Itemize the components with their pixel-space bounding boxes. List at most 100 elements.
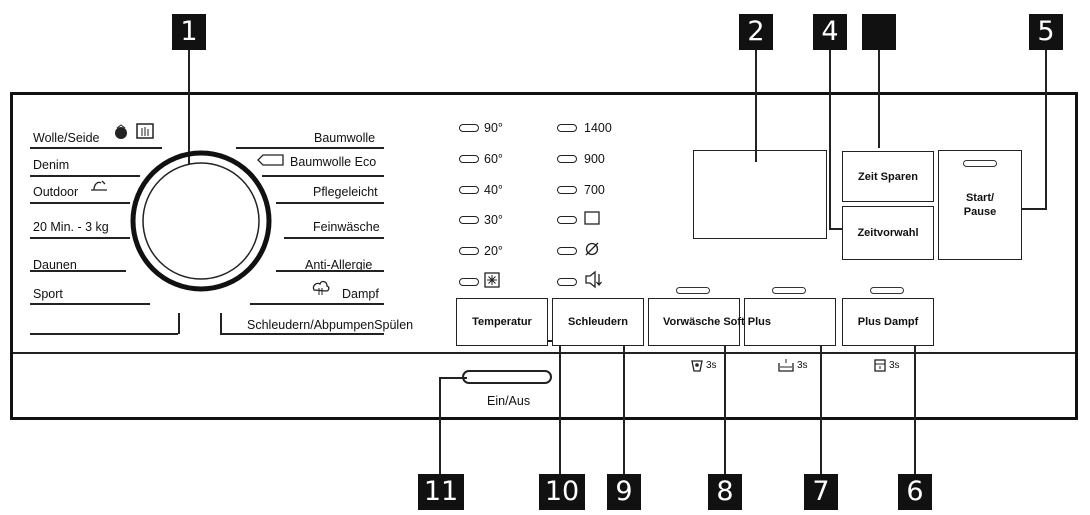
program-baumwolle: Baumwolle [314, 131, 376, 145]
program-pflegeleicht: Pflegeleicht [313, 185, 378, 199]
temperature-button[interactable]: Temperatur [456, 298, 548, 346]
underline-20min [30, 237, 130, 239]
program-feinwaesche: Feinwäsche [313, 220, 380, 234]
underline-wolle-seide [30, 147, 162, 149]
leader-line-8 [724, 340, 726, 474]
leader-line-4b [829, 228, 843, 230]
leader-line-11 [439, 377, 441, 474]
temp-label-60: 60° [484, 152, 503, 166]
program-daunen: Daunen [33, 258, 77, 272]
callout-2: 2 [739, 14, 773, 50]
callout-4: 4 [813, 14, 847, 50]
power-label: Ein/Aus [487, 394, 531, 408]
outdoor-icon [91, 180, 107, 191]
underline-feinwaesche [284, 237, 384, 239]
rinse-hold-icon [584, 211, 600, 225]
callout-8: 8 [708, 474, 742, 510]
start-pause-label: Start/ Pause [963, 192, 997, 218]
spin-button[interactable]: Schleudern [552, 298, 644, 346]
underline-pflegeleicht [276, 202, 384, 204]
callout-10: 10 [539, 474, 585, 510]
temp-led-40 [459, 186, 479, 194]
start-pause-led [963, 160, 997, 167]
soft-plus-button[interactable] [744, 298, 836, 346]
leader-line-7 [820, 340, 822, 474]
leader-line-4 [829, 50, 831, 228]
callout-11: 11 [418, 474, 464, 510]
program-anti-allergie: Anti-Allergie [305, 258, 373, 272]
underline-anti-allergie [276, 270, 384, 272]
program-outdoor: Outdoor [33, 185, 79, 199]
zeit-sparen-button[interactable]: Zeit Sparen [842, 151, 934, 202]
temp-led-cold [459, 278, 479, 286]
tub-clean-3s: 3s [797, 359, 808, 371]
hand-wash-icon [136, 123, 154, 139]
underline-outdoor [30, 202, 130, 204]
leader-line-9 [623, 340, 625, 474]
temp-led-90 [459, 124, 479, 132]
program-dial[interactable] [130, 150, 272, 292]
temp-led-30 [459, 216, 479, 224]
program-baumwolle-eco: Baumwolle Eco [290, 155, 377, 169]
underline-sport [30, 303, 150, 305]
callout-9: 9 [607, 474, 641, 510]
leader-line-10 [559, 340, 561, 474]
eco-tag-icon [257, 154, 284, 166]
temp-label-20: 20° [484, 244, 503, 258]
vorwaesche-soft-plus-label: Vorwäsche Soft Plus [663, 316, 771, 328]
program-sport: Sport [33, 287, 63, 301]
panel-divider [13, 352, 1075, 354]
start-pause-button[interactable]: Start/ Pause [938, 150, 1022, 260]
underline-bottom-left [30, 333, 178, 335]
power-button[interactable] [462, 370, 552, 384]
callout-1: 1 [172, 14, 206, 50]
program-schleudern-abpumpen: Schleudern/AbpumpenSpülen [247, 318, 414, 332]
underline-dampf [250, 303, 384, 305]
plus-dampf-led [870, 287, 904, 294]
spin-led-no-spin [557, 247, 577, 255]
control-panel [10, 92, 1078, 420]
spin-led-700 [557, 186, 577, 194]
leader-line-1 [188, 50, 190, 192]
cold-wash-icon [484, 272, 500, 288]
signal-3s: 3s [889, 359, 900, 371]
callout-3: 3 [862, 14, 896, 50]
signal-hint: 3s [873, 358, 900, 372]
child-lock-hint: 3s [690, 358, 717, 372]
callout-6: 6 [898, 474, 932, 510]
spin-led-1400 [557, 124, 577, 132]
underline-denim [30, 175, 140, 177]
leader-line-3 [878, 50, 880, 148]
leader-line-10b [536, 340, 561, 342]
underline-baumwolle [236, 147, 384, 149]
program-wolle-seide: Wolle/Seide [33, 131, 100, 145]
callout-5: 5 [1029, 14, 1063, 50]
callout-7: 7 [804, 474, 838, 510]
spin-label-900: 900 [584, 152, 605, 166]
underline-bottom-right [220, 333, 384, 335]
spin-label-700: 700 [584, 183, 605, 197]
temp-label-90: 90° [484, 121, 503, 135]
tub-clean-icon [778, 359, 794, 372]
display [693, 150, 827, 239]
steam-icon [312, 280, 330, 295]
tub-clean-hint: 3s [777, 358, 808, 372]
vorwaesche-soft-plus-button[interactable] [648, 298, 740, 346]
leader-line-11b [439, 377, 467, 379]
vorwaesche-led [676, 287, 710, 294]
program-dampf: Dampf [342, 287, 379, 301]
signal-icon [874, 359, 886, 372]
tick-bottom-left [178, 313, 180, 334]
program-20min: 20 Min. - 3 kg [33, 220, 109, 234]
spin-led-rinse-hold [557, 216, 577, 224]
plus-dampf-button[interactable]: Plus Dampf [842, 298, 934, 346]
temp-led-20 [459, 247, 479, 255]
zeitvorwahl-button[interactable]: Zeitvorwahl [842, 206, 934, 260]
spin-label-1400: 1400 [584, 121, 612, 135]
spin-led-drain [557, 278, 577, 286]
leader-line-2 [755, 50, 757, 162]
underline-daunen [30, 270, 126, 272]
leader-line-5b [1013, 208, 1047, 210]
child-lock-3s: 3s [706, 359, 717, 371]
program-denim: Denim [33, 158, 70, 172]
